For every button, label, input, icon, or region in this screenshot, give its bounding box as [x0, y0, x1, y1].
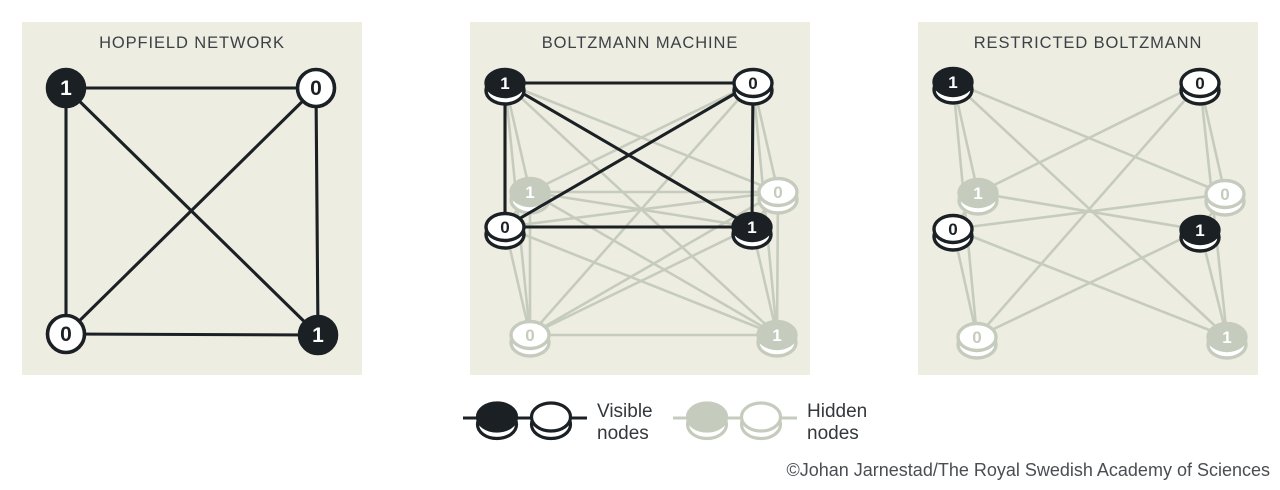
hidden-node-h2: 0 — [757, 176, 799, 215]
legend-label-hidden: Hidden nodes — [807, 401, 867, 445]
visible-node-v3: 0 — [484, 211, 526, 250]
legend-label-visible-line1: Visible — [597, 401, 653, 422]
visible-nodes-icon — [463, 401, 587, 441]
edge-h2-h3 — [529, 190, 779, 337]
visible-node-v1: 1 — [484, 67, 526, 106]
panel-title-hopfield: HOPFIELD NETWORK — [99, 34, 285, 52]
legend-coin-empty — [739, 401, 783, 441]
edge-v2-h1 — [529, 81, 754, 194]
visible-node-v3: 0 — [45, 313, 87, 355]
hidden-node-h1: 1 — [509, 176, 551, 215]
legend-coin-filled — [475, 401, 519, 441]
node-state-label: 1 — [1195, 221, 1204, 240]
panel-hopfield-network: 1 0 0 1 HOPFIELD NETWORK — [22, 22, 362, 375]
hidden-node-h1: 1 — [957, 177, 999, 216]
legend-label-hidden-line1: Hidden — [807, 401, 868, 422]
node-state-label: 1 — [948, 73, 957, 92]
hidden-node-h4: 1 — [1206, 321, 1248, 360]
credit-line: ©Johan Jarnestad/The Royal Swedish Acade… — [786, 460, 1270, 480]
legend-label-visible-line2: nodes — [597, 423, 649, 444]
visible-node-v4: 1 — [731, 211, 773, 250]
node-state-label: 1 — [525, 183, 534, 202]
hidden-node-h2: 0 — [1204, 178, 1246, 217]
node-state-label: 0 — [60, 323, 72, 346]
visible-node-v4: 1 — [1179, 214, 1221, 253]
edge-v2-v4 — [750, 82, 755, 228]
node-state-label: 1 — [772, 326, 781, 345]
node-state-label: 0 — [1220, 185, 1229, 204]
node-state-label: 1 — [312, 324, 324, 347]
edge-v4-h1 — [529, 190, 753, 229]
edge-v2-h3 — [976, 82, 1201, 338]
visible-node-v2: 0 — [1179, 67, 1221, 106]
node-state-label: 1 — [60, 77, 72, 100]
legend-item-visible-nodes: Visible nodes — [461, 391, 653, 449]
hidden-nodes-icon — [673, 401, 797, 441]
hidden-node-h3: 0 — [956, 321, 998, 360]
edge-v4-h3 — [529, 225, 753, 337]
visible-node-v3: 0 — [932, 213, 974, 252]
panel-title-restricted-boltzmann: RESTRICTED BOLTZMANN — [973, 34, 1203, 52]
node-state-label: 0 — [1195, 74, 1204, 93]
node-state-label: 0 — [972, 328, 981, 347]
legend-label-visible: Visible nodes — [597, 401, 653, 445]
visible-node-v1: 1 — [45, 67, 87, 109]
edge-v2-v4 — [314, 87, 320, 336]
edge-v4-h3 — [976, 228, 1201, 339]
legend-label-hidden-line2: nodes — [807, 423, 859, 444]
hidden-node-h4: 1 — [756, 319, 798, 358]
node-state-label: 1 — [500, 74, 509, 93]
node-state-label: 0 — [748, 74, 757, 93]
legend-coin-filled — [685, 401, 729, 441]
edge-v2-v3 — [504, 81, 754, 229]
edge-h2-h4 — [775, 191, 780, 336]
visible-node-v2: 0 — [295, 67, 337, 109]
visible-node-v1: 1 — [932, 66, 974, 105]
node-state-label: 0 — [948, 220, 957, 239]
visible-node-v2: 0 — [732, 67, 774, 106]
visible-node-v4: 1 — [297, 314, 339, 356]
legend-item-hidden-nodes: Hidden nodes — [671, 391, 867, 449]
node-state-label: 0 — [500, 218, 509, 237]
panel-title-boltzmann: BOLTZMANN MACHINE — [541, 34, 739, 52]
edge-v3-v4 — [65, 332, 319, 337]
hopfield-network-diagram: 1 0 0 1 — [45, 67, 339, 356]
node-state-label: 1 — [973, 184, 982, 203]
node-state-label: 1 — [747, 218, 756, 237]
node-state-label: 0 — [773, 183, 782, 202]
edge-v4-h1 — [977, 191, 1201, 232]
node-state-label: 0 — [525, 326, 534, 345]
node-state-label: 0 — [310, 77, 322, 100]
legend-coin-empty — [529, 401, 573, 441]
edge-v2-v3 — [64, 86, 318, 336]
hidden-node-h3: 0 — [509, 319, 551, 358]
edge-v2-h1 — [977, 81, 1201, 195]
node-state-label: 1 — [1222, 328, 1231, 347]
